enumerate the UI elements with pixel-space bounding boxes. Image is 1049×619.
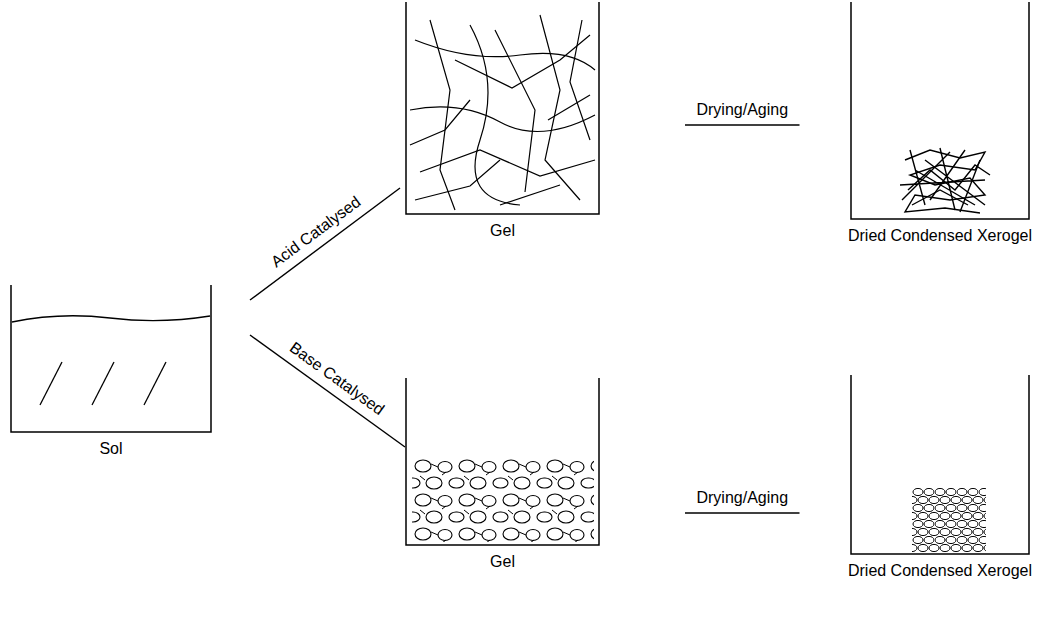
edge-label: Acid Catalysed — [266, 192, 365, 273]
process-line — [250, 188, 400, 300]
beaker-label: Dried Condensed Xerogel — [848, 561, 1032, 581]
beaker-outline — [850, 2, 1030, 220]
process-line — [685, 512, 800, 513]
beaker-outline — [405, 378, 600, 546]
beaker-outline — [10, 285, 212, 433]
beaker-node: Dried Condensed Xerogel — [845, 375, 1036, 581]
beaker-label: Gel — [490, 221, 515, 241]
beaker-node: Gel — [405, 2, 600, 241]
process-line — [685, 124, 800, 125]
beaker-outline — [850, 375, 1030, 555]
beaker-node: Dried Condensed Xerogel — [845, 2, 1036, 246]
beaker-label: Dried Condensed Xerogel — [848, 226, 1032, 246]
beaker-outline — [405, 2, 600, 215]
process-line — [250, 335, 405, 447]
edge-label: Drying/Aging — [694, 489, 790, 507]
edge-label: Base Catalysed — [284, 338, 389, 421]
beaker-label: Sol — [99, 439, 122, 459]
beaker-node: Gel — [405, 378, 600, 572]
edge-label: Drying/Aging — [694, 101, 790, 119]
beaker-label: Gel — [490, 552, 515, 572]
beaker-node: Sol — [10, 285, 212, 459]
